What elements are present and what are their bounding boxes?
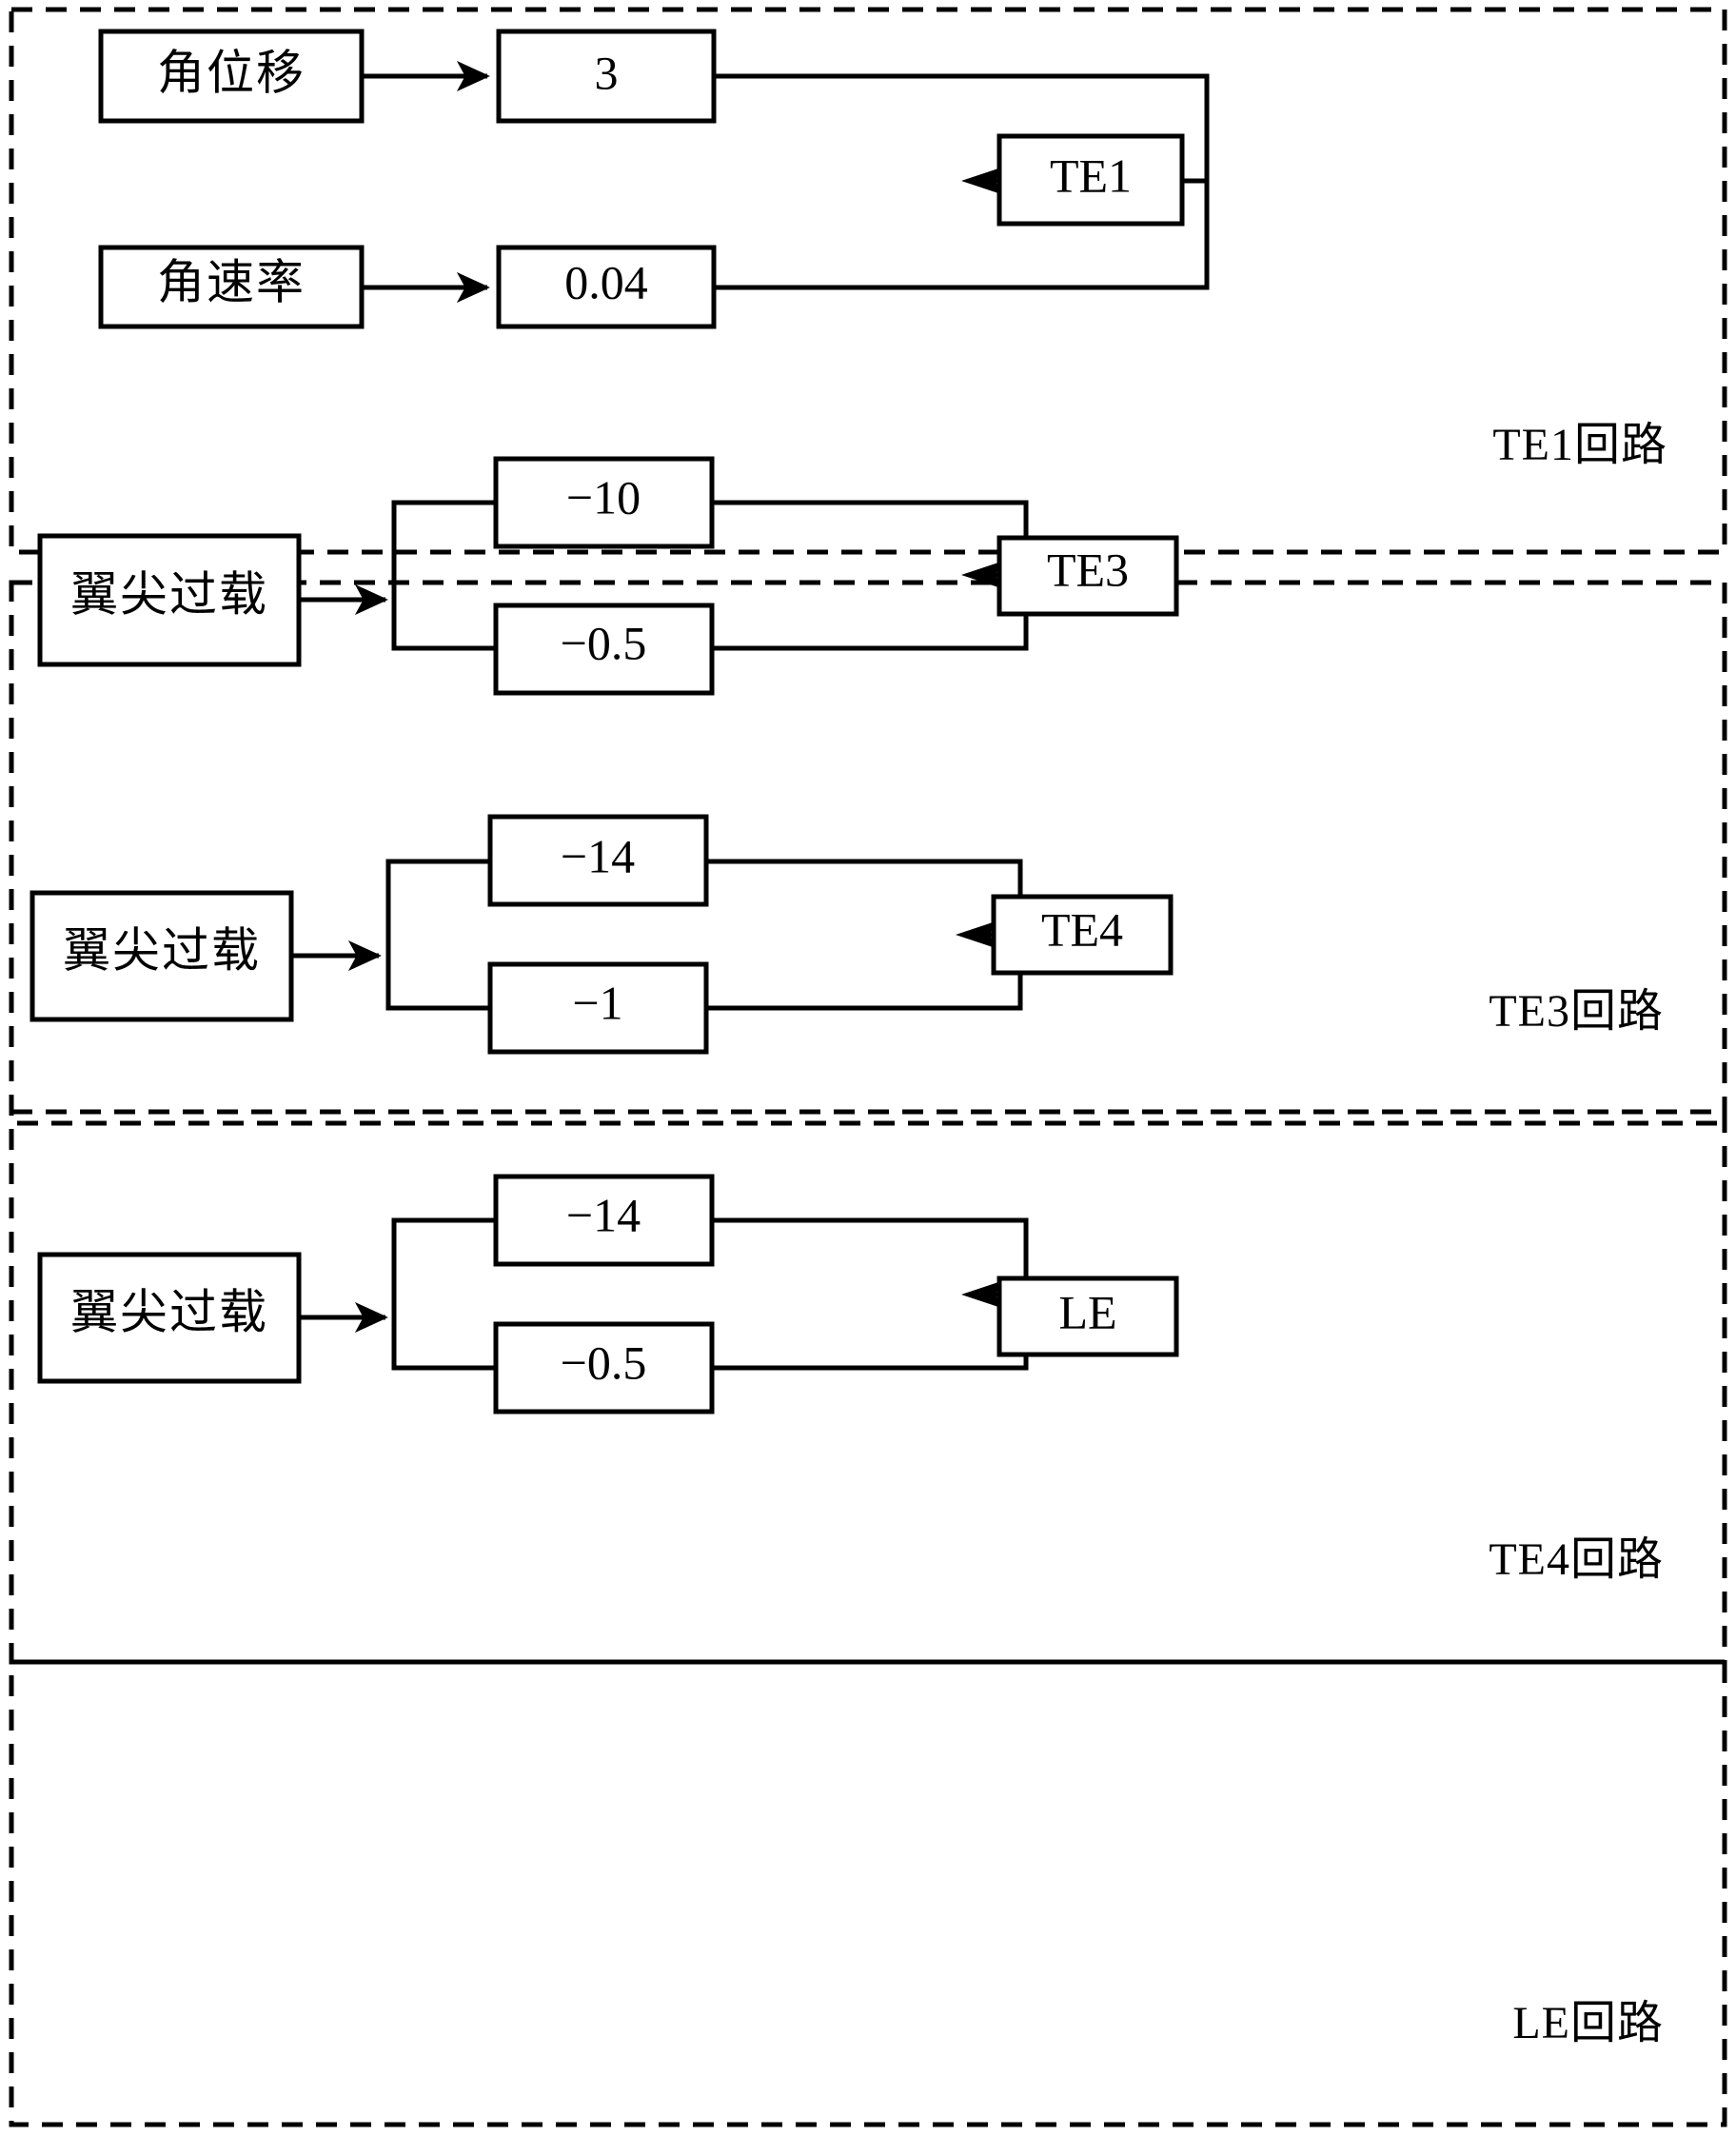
- te3-output-label: TE3: [1047, 543, 1129, 596]
- te3-split-bus: [391, 500, 499, 651]
- section-le: 翼尖过载 −14 −0.5 LE LE回路: [9, 1174, 1727, 2127]
- te1-gain-1-label: 0.04: [564, 255, 648, 308]
- te3-input-0-box: [37, 533, 302, 667]
- section-le-border: [9, 1659, 1727, 2127]
- te3-gain-0-box: [493, 456, 715, 549]
- section-te4-border: [9, 1109, 1727, 1665]
- te3-gain-1-label: −0.5: [561, 616, 647, 669]
- le-gain-1-box: [493, 1321, 715, 1414]
- te1-gain-1-box: [496, 245, 717, 329]
- le-gain-0-label: −14: [566, 1188, 641, 1241]
- section-te3-border: [9, 580, 1727, 1126]
- section-te4: 翼尖过载 −14 −1 TE4 TE4回路: [9, 814, 1727, 1665]
- le-input-0-box: [37, 1252, 302, 1384]
- le-input-0-label: 翼尖过载: [70, 1285, 268, 1338]
- te1-input-0-label: 角位移: [157, 46, 306, 99]
- te4-gain-1-label: −1: [572, 976, 622, 1029]
- te3-input-0-label: 翼尖过载: [70, 567, 268, 621]
- te3-output-box: [996, 535, 1179, 617]
- te3-gain-1-box: [493, 603, 715, 696]
- te3-arrow-head: [961, 562, 1001, 588]
- te4-gain-0-label: −14: [561, 829, 635, 882]
- te4-input-0-box: [30, 890, 294, 1022]
- te4-output-label: TE4: [1041, 902, 1123, 956]
- te1-output-label: TE1: [1050, 148, 1132, 202]
- te4-section-caption: TE4回路: [1489, 1534, 1664, 1585]
- le-output-label: LE: [1058, 1285, 1116, 1338]
- te1-arrow-head: [961, 168, 1001, 194]
- te3-section-caption: TE3回路: [1489, 986, 1664, 1037]
- te4-input-0-label: 翼尖过载: [63, 923, 261, 977]
- te1-gain-0-label: 3: [595, 46, 619, 99]
- te3-gain-0-label: −10: [566, 470, 641, 524]
- te1-section-caption: TE1回路: [1492, 420, 1667, 470]
- section-te1: 角位移 3 角速率 0.04 TE1 TE1回路: [9, 7, 1727, 555]
- te1-input-1-label: 角速率: [157, 255, 306, 308]
- te1-input-0-box: [98, 29, 365, 124]
- section-te3: 翼尖过载 −10 −0.5 TE3 TE3回路: [9, 456, 1727, 1126]
- section-te1-border: [9, 7, 1727, 555]
- le-arrow-head: [961, 1281, 1001, 1308]
- te1-output-box: [996, 133, 1185, 227]
- te4-gain-1-box: [487, 961, 709, 1055]
- le-output-box: [996, 1276, 1179, 1357]
- le-gain-1-label: −0.5: [561, 1335, 647, 1389]
- le-split-bus: [391, 1217, 499, 1371]
- te4-output-box: [991, 894, 1174, 976]
- te4-arrow-head: [956, 921, 996, 948]
- le-section-caption: LE回路: [1512, 1998, 1664, 2048]
- te1-input-1-box: [98, 245, 365, 329]
- te1-gain-0-box: [496, 29, 717, 124]
- te4-split-bus: [385, 859, 493, 1011]
